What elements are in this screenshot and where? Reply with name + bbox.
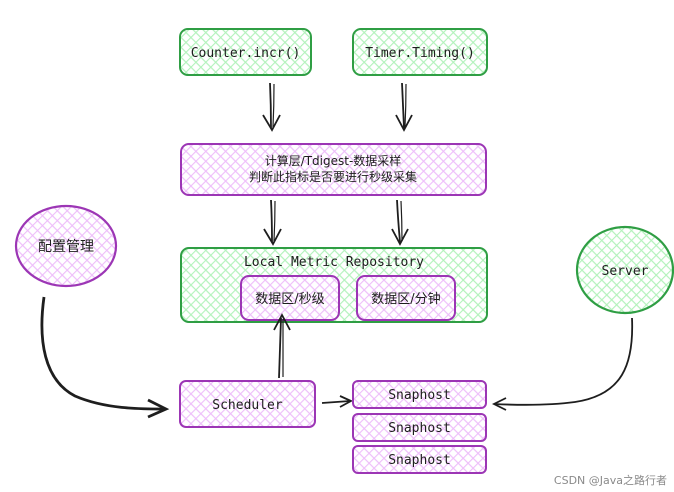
zone-minutes-box <box>356 275 456 321</box>
snapshot-item-1: Snaphost <box>352 380 487 409</box>
arrow-compute-to-repo-right <box>391 199 409 246</box>
snapshot-label: Snaphost <box>388 388 451 403</box>
arrow-server-to-snapshots <box>491 317 634 411</box>
arrow-timer-to-compute <box>395 82 413 132</box>
node-compute-layer: 计算层/Tdigest-数据采样 判断此指标是否要进行秒级采集 <box>180 143 487 196</box>
node-scheduler-label: Scheduler <box>212 398 283 413</box>
snapshot-item-3: Snaphost <box>352 445 487 474</box>
snapshot-item-2: Snaphost <box>352 413 487 442</box>
node-compute-box <box>180 143 487 196</box>
node-compute-line2: 判断此指标是否要进行秒级采集 <box>249 169 417 184</box>
zone-minutes-label: 数据区/分钟 <box>371 291 440 307</box>
node-counter-label: Counter.incr() <box>191 46 301 61</box>
snapshot-label: Snaphost <box>388 421 451 436</box>
node-server-label: Server <box>602 264 649 279</box>
node-scheduler-box <box>179 380 316 428</box>
zone-seconds-box <box>240 275 340 321</box>
node-server: Server <box>575 225 674 315</box>
arrow-scheduler-to-repository <box>273 313 291 379</box>
node-timer-label: Timer.Timing() <box>365 46 475 61</box>
node-timer-box <box>352 28 488 76</box>
arrow-compute-to-repo-left <box>263 199 282 246</box>
watermark-text: CSDN @Java之路行者 <box>554 473 667 487</box>
node-counter-box <box>179 28 312 76</box>
node-config-label: 配置管理 <box>38 239 94 255</box>
zone-seconds-label: 数据区/秒级 <box>255 292 324 307</box>
node-counter: Counter.incr() <box>179 28 312 76</box>
arrow-config-to-scheduler <box>40 296 170 419</box>
node-scheduler: Scheduler <box>179 380 316 428</box>
node-config-circle <box>14 204 118 288</box>
node-repository-label: Local Metric Repository <box>244 255 424 270</box>
node-repository: Local Metric Repository 数据区/秒级 数据区/分钟 <box>180 247 488 323</box>
arrow-scheduler-to-snapshots <box>321 395 354 408</box>
node-timer: Timer.Timing() <box>352 28 488 76</box>
snapshot-label: Snaphost <box>388 453 451 468</box>
snapshot-box <box>352 380 487 409</box>
node-config: 配置管理 <box>14 204 118 288</box>
snapshot-box <box>352 413 487 442</box>
node-server-circle <box>575 225 674 315</box>
arrow-counter-to-compute <box>262 82 281 132</box>
snapshot-box <box>352 445 487 474</box>
node-compute-line1: 计算层/Tdigest-数据采样 <box>265 153 402 168</box>
